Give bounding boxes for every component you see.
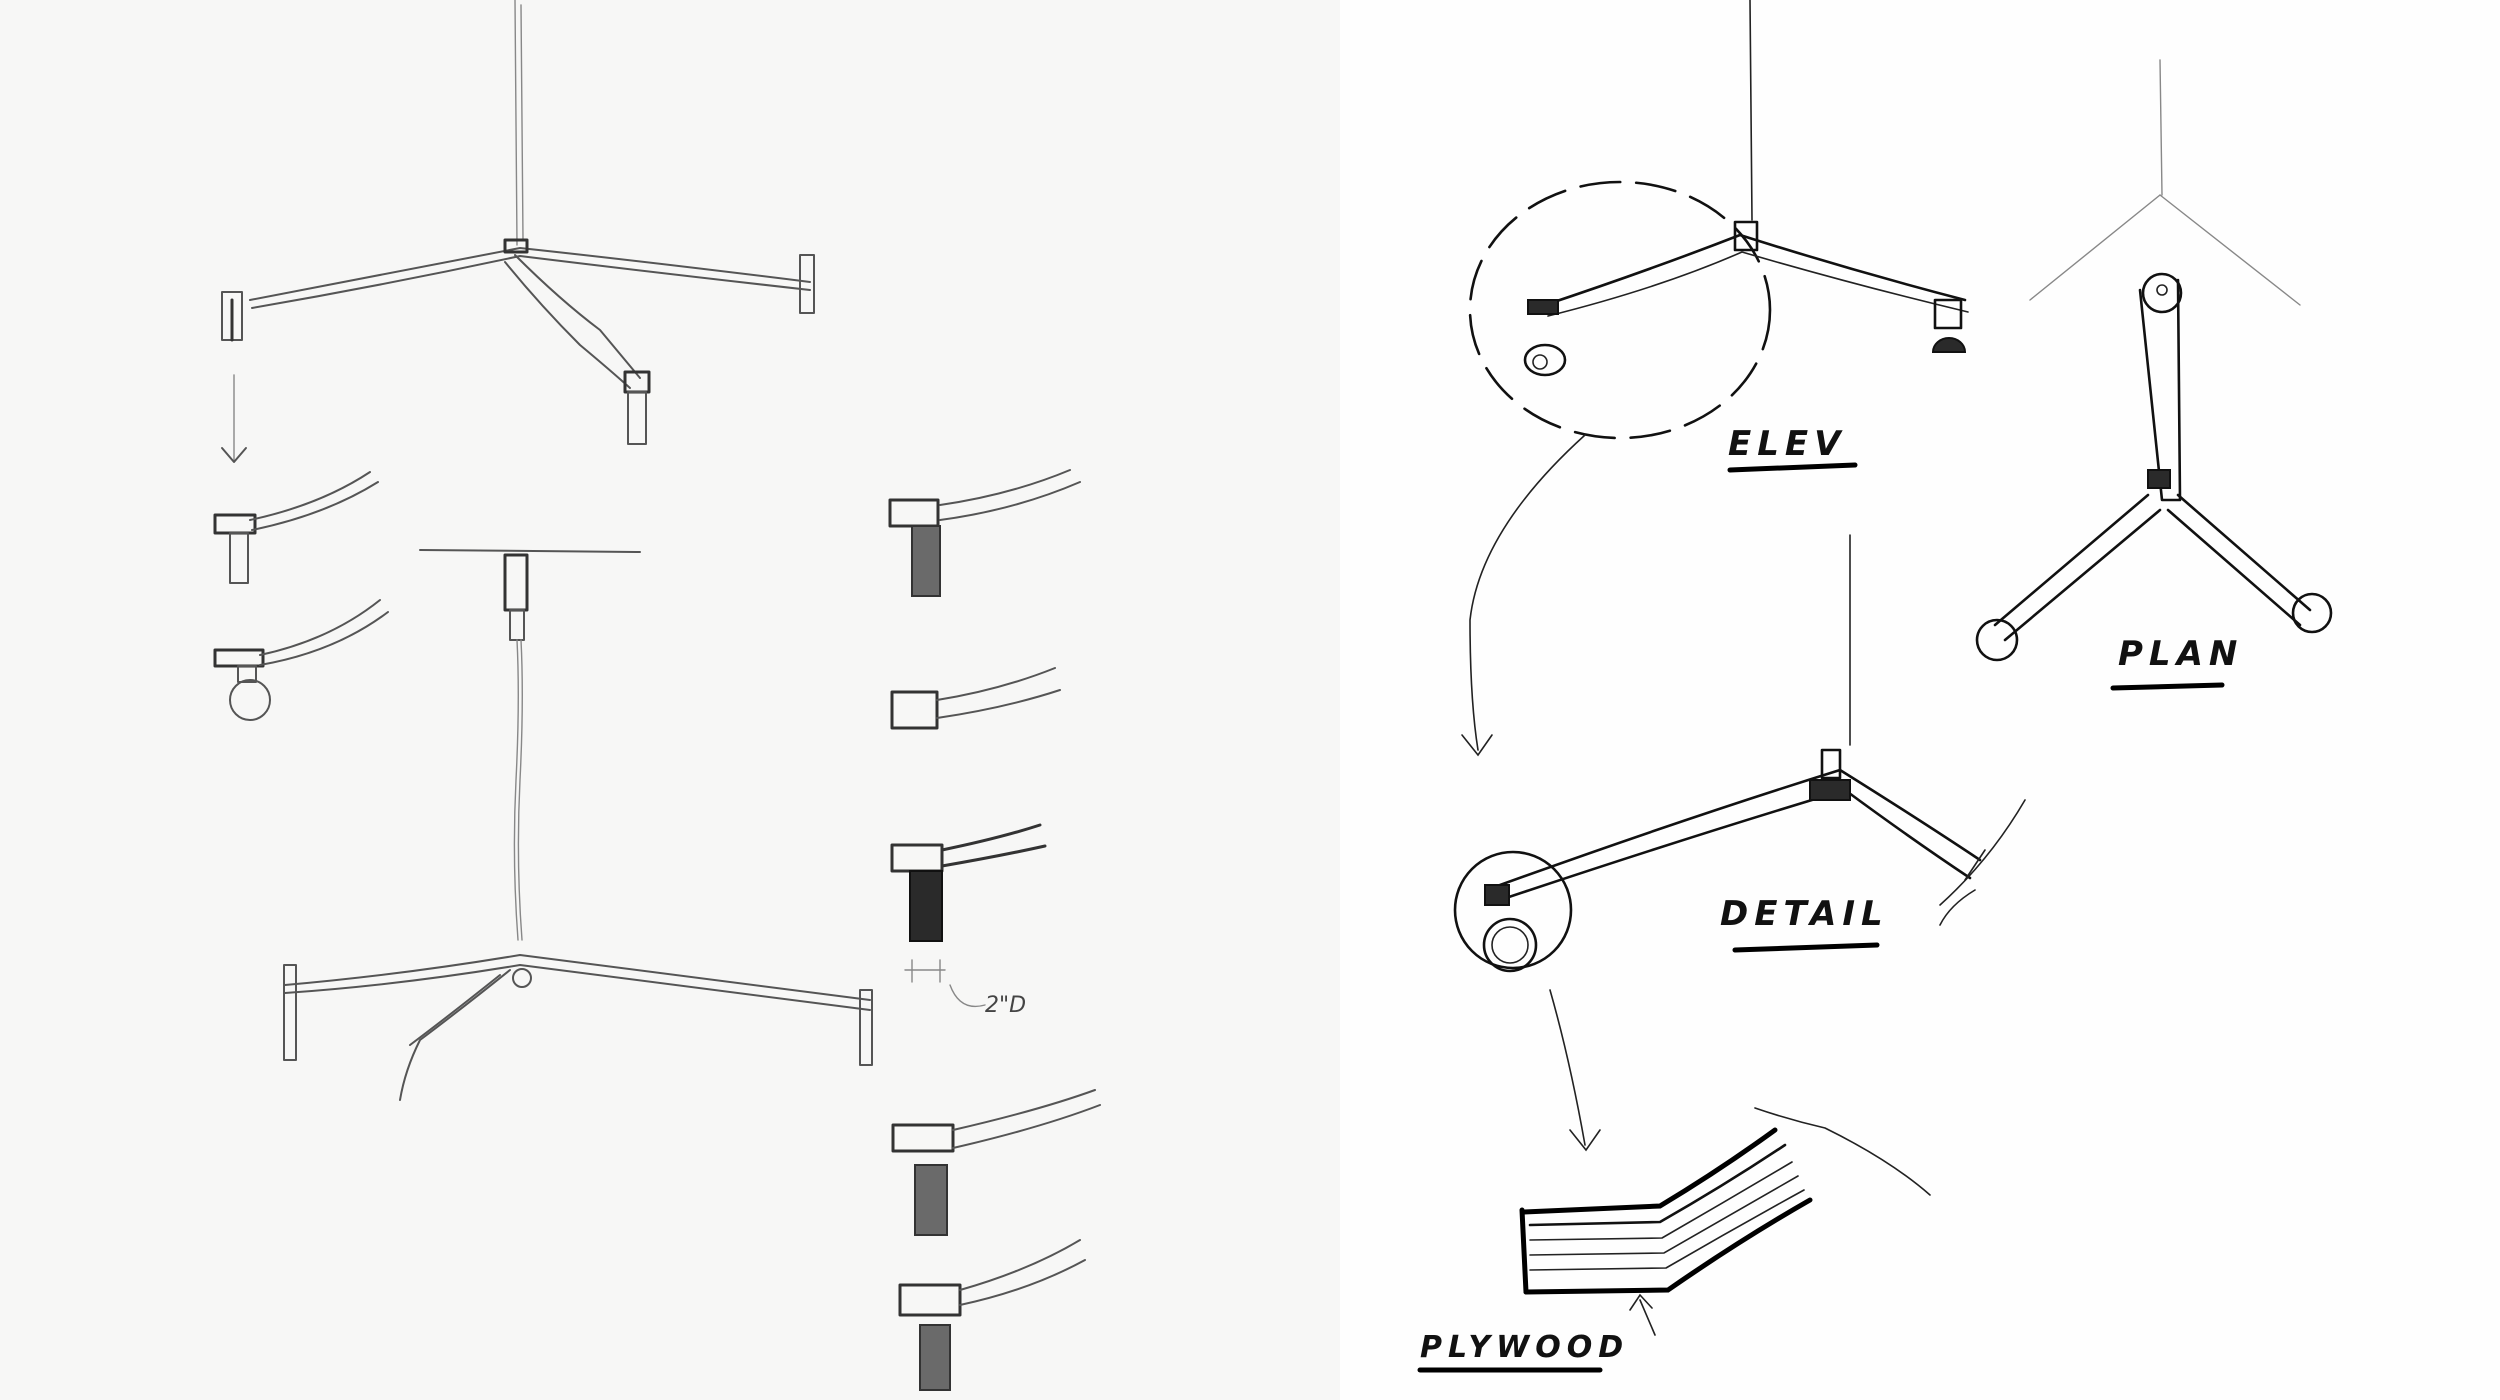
elev-label: ELEV	[1728, 424, 1846, 464]
detail-label: DETAIL	[1720, 894, 1889, 934]
chandelier-elevation-middle	[283, 549, 873, 1101]
arm-detail-1	[213, 471, 379, 584]
elevation-view	[1468, 0, 1969, 473]
arrow-down-left	[221, 374, 247, 463]
arm-detail-column	[888, 469, 1101, 1391]
dimension-note: 2"D	[985, 993, 1026, 1018]
plan-view	[1975, 59, 2333, 691]
left-sketch-sheet	[0, 0, 1340, 1400]
detail-view	[1453, 534, 2026, 973]
plan-label: PLAN	[2118, 634, 2243, 674]
right-sketch-sheet	[1340, 0, 2500, 1400]
arrow-detail-to-plywood	[1549, 989, 1601, 1152]
plywood-label: PLYWOOD	[1420, 1330, 1629, 1365]
chandelier-elevation-top	[221, 0, 815, 445]
plywood-section	[1417, 1107, 1931, 1373]
arrow-elev-to-detail	[1461, 434, 1586, 757]
arm-detail-bulb	[213, 599, 389, 721]
